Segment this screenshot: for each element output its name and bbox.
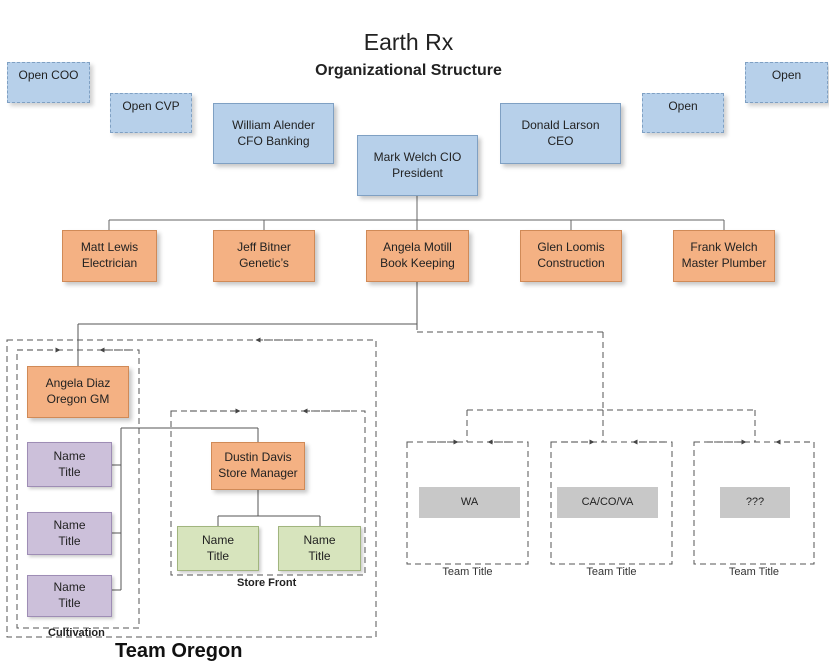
open-right-2-label: Open (668, 99, 698, 113)
manager-role: Master Plumber (681, 256, 767, 270)
team-caption: Team Title (442, 566, 493, 578)
manager-name: Matt Lewis (80, 240, 139, 255)
oregon-gm-name: Angela Diaz (45, 376, 111, 391)
staff-name: Name (53, 448, 86, 463)
team-caption: Team Title (586, 566, 637, 578)
team-state-label: CA/CO/VA (581, 496, 634, 509)
team-state-label: ??? (745, 496, 765, 509)
exec-welch-role: President (392, 165, 443, 180)
manager-name: Frank Welch (690, 240, 758, 255)
open-right-1-box[interactable]: Open (745, 62, 828, 103)
chart-subtitle: Organizational Structure (315, 62, 502, 79)
manager-box-bitner[interactable]: Jeff Bitner Genetic’s (213, 230, 315, 282)
manager-box-loomis[interactable]: Glen Loomis Construction (520, 230, 622, 282)
cultivation-label: Cultivation (48, 627, 105, 639)
exec-larson-role: CEO (547, 133, 574, 148)
oregon-connector (77, 282, 418, 366)
exec-box-alender[interactable]: William Alender CFO Banking (213, 103, 334, 164)
manager-box-lewis[interactable]: Matt Lewis Electrician (62, 230, 157, 282)
other-teams-connector (416, 324, 756, 442)
cultivation-staff-box[interactable]: Name Title (27, 512, 112, 555)
team-state-box[interactable]: WA (419, 487, 520, 518)
store-front-label: Store Front (237, 577, 297, 589)
cultivation-staff-box[interactable]: Name Title (27, 575, 112, 617)
dashed-arrows (17, 337, 810, 445)
manager-name: Jeff Bitner (237, 240, 291, 255)
open-right-2-box[interactable]: Open (642, 93, 724, 133)
open-coo-label: Open COO (18, 68, 79, 82)
manager-role: Book Keeping (380, 256, 455, 270)
store-manager-name: Dustin Davis (224, 450, 292, 465)
staff-name: Name (201, 532, 234, 547)
staff-name: Name (53, 517, 86, 532)
open-right-1-label: Open (771, 68, 802, 82)
dashed-frames (6, 339, 815, 638)
team-oregon-label: Team Oregon (115, 640, 243, 662)
team-state-label: WA (460, 496, 479, 509)
manager-box-motill[interactable]: Angela Motill Book Keeping (366, 230, 469, 282)
staff-name: Name (303, 532, 336, 547)
staff-role: Title (58, 596, 81, 610)
team-caption: Team Title (728, 566, 780, 578)
gm-connectors (112, 427, 259, 591)
team-state-box[interactable]: ??? (720, 487, 790, 518)
cultivation-staff-box[interactable]: Name Title (27, 442, 112, 487)
exec-welch-name: Mark Welch CIO (373, 149, 462, 164)
store-connectors (217, 490, 321, 526)
manager-role: Construction (537, 256, 605, 270)
store-manager-role: Store Manager (218, 466, 298, 480)
store-staff-box[interactable]: Name Title (177, 526, 259, 571)
staff-role: Title (206, 548, 230, 563)
manager-name: Angela Motill (383, 240, 452, 255)
exec-alender-name: William Alender (232, 117, 315, 132)
staff-role: Title (58, 464, 81, 479)
manager-role: Genetic’s (239, 256, 289, 270)
staff-role: Title (58, 533, 81, 548)
team-state-box[interactable]: CA/CO/VA (557, 487, 658, 518)
exec-larson-name: Donald Larson (521, 117, 600, 132)
staff-name: Name (53, 580, 86, 595)
open-cvp-label: Open CVP (122, 99, 180, 113)
store-staff-box[interactable]: Name Title (278, 526, 361, 571)
oregon-gm-role: Oregon GM (46, 392, 110, 406)
store-manager-box[interactable]: Dustin Davis Store Manager (211, 442, 305, 490)
chart-title: Earth Rx (363, 29, 454, 55)
manager-name: Glen Loomis (537, 240, 605, 255)
open-cvp-box[interactable]: Open CVP (110, 93, 192, 133)
exec-box-welch[interactable]: Mark Welch CIO President (357, 135, 478, 196)
exec-box-larson[interactable]: Donald Larson CEO (500, 103, 621, 164)
staff-role: Title (308, 548, 331, 563)
open-coo-box[interactable]: Open COO (7, 62, 90, 103)
oregon-gm-box[interactable]: Angela Diaz Oregon GM (27, 366, 129, 418)
exec-connectors (108, 196, 725, 230)
manager-role: Electrician (81, 256, 138, 270)
manager-box-frank-welch[interactable]: Frank Welch Master Plumber (673, 230, 775, 282)
exec-alender-role: CFO Banking (237, 133, 310, 148)
